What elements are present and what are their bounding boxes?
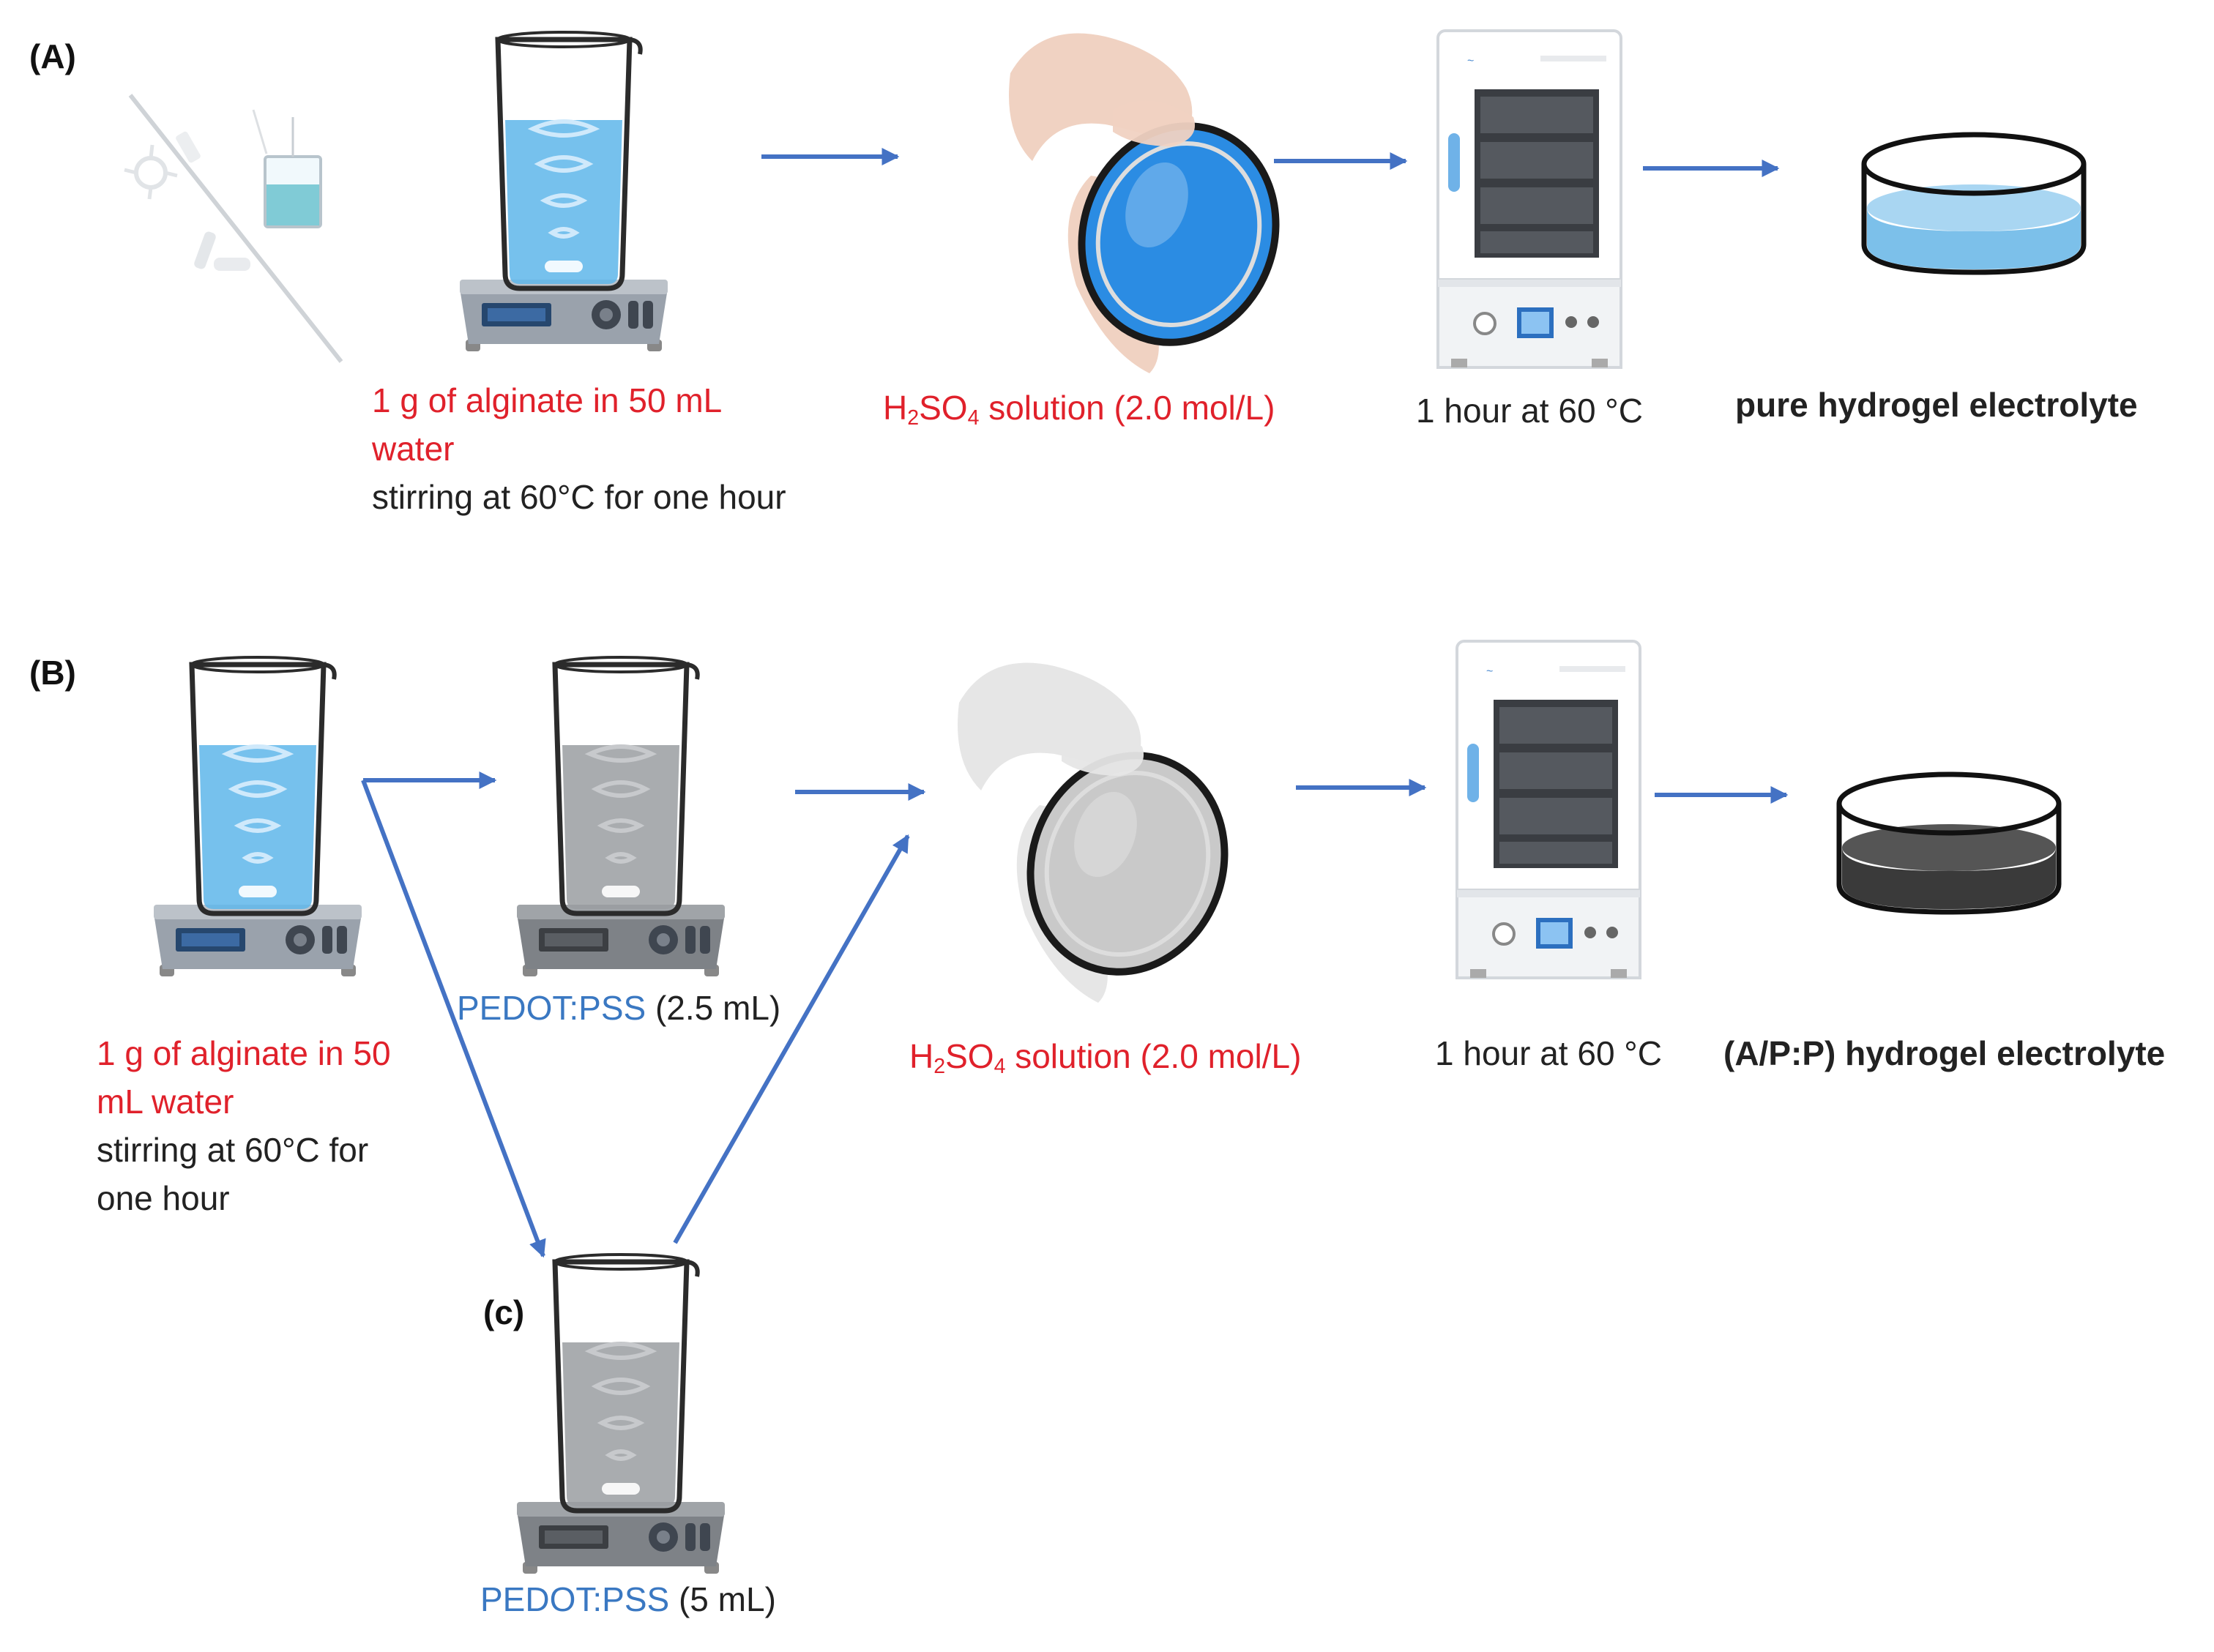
beaker-on-stirrer-icon [517, 1255, 725, 1574]
hand-holding-petri-dish-icon [958, 663, 1254, 1003]
beaker-on-stirrer-icon [460, 32, 668, 351]
stirring-label-cont: one hour [97, 1179, 230, 1217]
lab-tools-icon [124, 94, 343, 363]
flow-arrow [361, 779, 546, 1258]
alginate-label: 1 g of alginate in 50 mL [372, 381, 723, 419]
beaker-on-stirrer-icon [154, 657, 362, 976]
drying-oven-icon [1436, 29, 1622, 369]
acid-solution-label: H2SO4 solution (2.0 mol/L) [883, 389, 1275, 430]
alginate-label-cont: water [372, 430, 455, 468]
flow-arrow [673, 834, 910, 1244]
panel-label-a: (A) [29, 37, 76, 75]
stirring-label: stirring at 60°C for [97, 1131, 369, 1169]
oven-condition-label: 1 hour at 60 °C [1435, 1034, 1662, 1072]
pedot-small-label: PEDOT:PSS (2.5 mL) [457, 989, 781, 1027]
hand-holding-petri-dish-icon [1009, 34, 1305, 373]
hydrogel-dish-icon [1839, 774, 2059, 912]
alginate-label: 1 g of alginate in 50 [97, 1034, 391, 1072]
drying-oven-icon [1456, 640, 1641, 979]
panel-label-c: (c) [483, 1293, 525, 1331]
acid-solution-label: H2SO4 solution (2.0 mol/L) [909, 1037, 1302, 1079]
hydrogel-dish-icon [1864, 135, 2084, 272]
oven-condition-label: 1 hour at 60 °C [1416, 392, 1643, 430]
product-label: (A/P:P) hydrogel electrolyte [1723, 1034, 2166, 1072]
product-label: pure hydrogel electrolyte [1735, 386, 2138, 424]
beaker-on-stirrer-icon [517, 657, 725, 976]
pedot-large-label: PEDOT:PSS (5 mL) [480, 1580, 776, 1618]
alginate-label-cont: mL water [97, 1083, 234, 1121]
panel-label-b: (B) [29, 654, 76, 692]
stirring-label: stirring at 60°C for one hour [372, 478, 786, 516]
